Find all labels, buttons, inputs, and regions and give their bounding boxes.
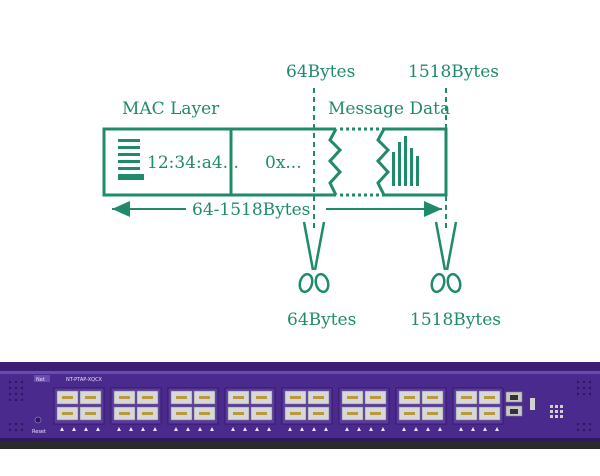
port-groups [53,387,504,431]
bottom-right-bytes-label: 1518Bytes [410,310,501,330]
brand-logo [34,375,50,382]
model-text: NT-PTAP-XQCX [66,377,103,383]
mac-layer-label: MAC Layer [122,99,220,119]
sfp-port-group [110,387,162,431]
network-tap-device: Net NT-PTAP-XQCX Reset [0,362,600,449]
brand-text: Net [36,377,45,383]
header-lines-icon [118,139,144,180]
rj45-ports [505,391,523,417]
sfp-port-group [452,387,504,431]
sfp-port-group [338,387,390,431]
vent-right [576,380,592,432]
scissors-icon [430,221,462,294]
data-bars-icon [392,136,419,186]
sfp-port-group [224,387,276,431]
length-range-label: 64-1518Bytes [192,200,310,220]
usb-port [530,398,535,410]
hex-value-text: 0x... [265,153,302,173]
status-leds [550,405,563,418]
top-right-bytes-label: 1518Bytes [408,62,499,82]
sfp-port-group [167,387,219,431]
top-left-bytes-label: 64Bytes [286,62,355,82]
packet-frame [102,127,448,197]
mac-address-text: 12:34:a4... [147,153,239,173]
vent-left [8,380,24,432]
sfp-port-group [395,387,447,431]
reset-label: Reset [32,429,46,435]
sfp-port-group [53,387,105,431]
sfp-port-group [281,387,333,431]
message-data-label: Message Data [328,99,450,119]
bottom-left-bytes-label: 64Bytes [287,310,356,330]
scissors-icon [298,221,330,294]
reset-button[interactable] [34,416,42,424]
